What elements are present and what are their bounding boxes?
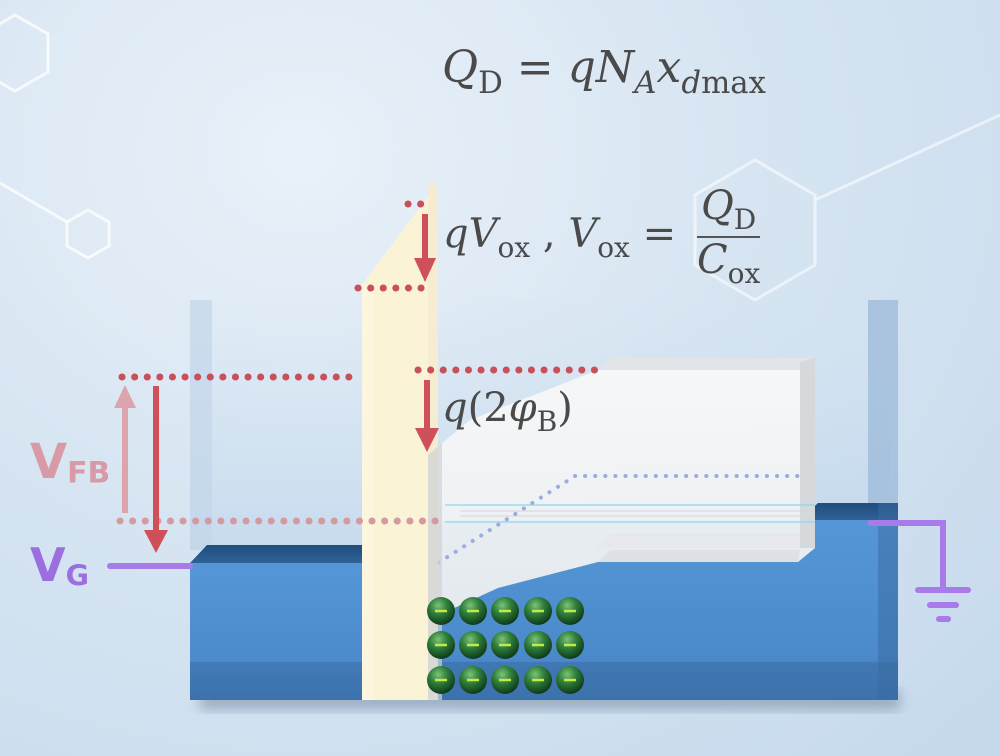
vg-label: VG xyxy=(30,542,89,591)
charge-row-3 xyxy=(427,666,584,694)
vfb-label: VFB xyxy=(30,438,110,488)
eq-symbol-n: N xyxy=(595,42,635,93)
eq-subscript: B xyxy=(536,404,558,438)
energy-band xyxy=(428,358,815,620)
ground-icon xyxy=(915,587,971,622)
wires xyxy=(107,520,946,593)
eq-subscript: D xyxy=(733,202,757,236)
eq-symbol-q: q xyxy=(567,42,596,93)
energy-levels-red xyxy=(116,200,602,525)
eq-symbol-q: q xyxy=(443,211,469,257)
eq-subscript: A xyxy=(634,64,657,101)
eq-subscript: ox xyxy=(597,230,630,264)
eq-symbol-v: V xyxy=(568,211,598,257)
eq-subscript: D xyxy=(478,64,503,101)
vfb-main: V xyxy=(30,434,68,490)
eq-subscript: max xyxy=(701,64,767,101)
oxide-voltage-equation: qVox , Vox = xyxy=(443,214,676,262)
vfb-subscript: FB xyxy=(67,455,111,491)
vg-main: V xyxy=(30,538,66,592)
eq-subscript: d xyxy=(681,64,702,101)
depletion-charges xyxy=(427,597,584,694)
energy-arrows xyxy=(114,214,439,553)
eq-symbol-c-ox: C xyxy=(697,236,728,283)
eq-paren: (2 xyxy=(467,385,509,431)
eq-symbol-x: x xyxy=(656,42,682,93)
eq-symbol-phi: φ xyxy=(508,385,537,431)
substrate-wire xyxy=(867,520,946,593)
eq-equals: = xyxy=(502,42,568,93)
eq-comma: , xyxy=(530,211,569,257)
eq-symbol-q-d: Q xyxy=(442,42,479,93)
oxide-voltage-fraction: QD Cox xyxy=(697,183,761,290)
charge-row-1 xyxy=(427,597,584,625)
depletion-charge-equation: QD = qNAxdmax xyxy=(442,46,766,99)
eq-symbol-q-d: Q xyxy=(701,183,734,229)
eq-symbol-q: q xyxy=(442,385,468,431)
vg-subscript: G xyxy=(65,559,90,593)
eq-symbol-v: V xyxy=(468,211,498,257)
eq-paren: ) xyxy=(557,385,573,431)
eq-subscript: ox xyxy=(497,230,531,264)
eq-equals: = xyxy=(629,211,677,257)
charge-row-2 xyxy=(427,631,584,659)
eq-subscript: ox xyxy=(727,256,761,290)
surface-potential-label: q(2φB) xyxy=(442,388,573,436)
